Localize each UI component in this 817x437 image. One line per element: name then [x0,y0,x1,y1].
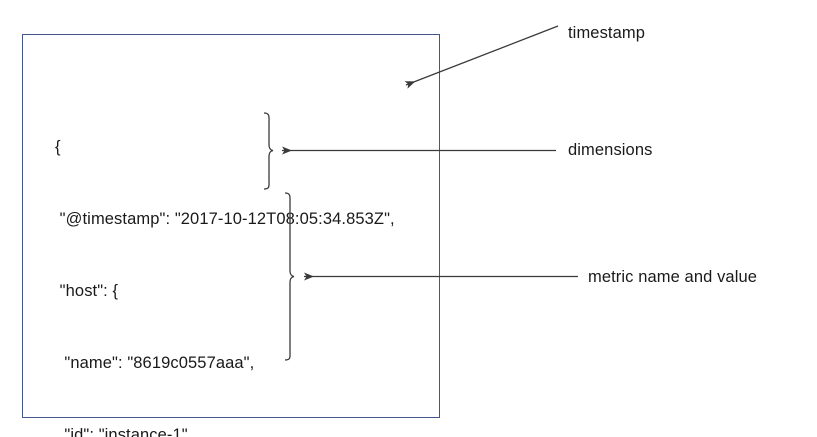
json-line-host-id: "id": "instance-1" [55,426,188,437]
json-line: { [55,138,61,156]
json-line-host-name: "name": "8619c0557aaa", [55,354,255,372]
json-code-block: { "@timestamp": "2017-10-12T08:05:34.853… [55,87,455,437]
annotation-label-metric: metric name and value [588,268,758,286]
json-document-box: { "@timestamp": "2017-10-12T08:05:34.853… [22,34,440,437]
json-line-timestamp: "@timestamp": "2017-10-12T08:05:34.853Z"… [55,210,395,228]
annotation-label-timestamp: timestamp [568,24,646,42]
json-line-host-open: "host": { [55,282,119,300]
annotation-label-dimensions: dimensions [568,141,653,159]
